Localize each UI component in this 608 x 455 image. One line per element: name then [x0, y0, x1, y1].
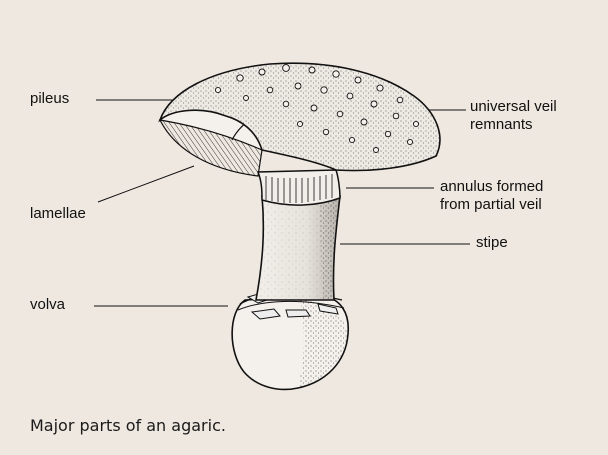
label-annulus-line2: from partial veil [440, 196, 543, 214]
label-universal-veil-line2: remnants [470, 116, 557, 134]
label-annulus: annulus formed from partial veil [440, 178, 543, 214]
label-pileus: pileus [30, 90, 69, 108]
label-volva: volva [30, 296, 65, 314]
volva-bulb [232, 290, 348, 389]
label-universal-veil-line1: universal veil [470, 98, 557, 116]
label-annulus-line1: annulus formed [440, 178, 543, 196]
label-stipe: stipe [476, 234, 508, 252]
annulus-ring [258, 170, 340, 205]
label-lamellae: lamellae [30, 205, 86, 223]
figure-caption: Major parts of an agaric. [30, 416, 226, 435]
leader-lamellae [98, 166, 194, 202]
stipe-stem [256, 196, 340, 300]
label-universal-veil: universal veil remnants [470, 98, 557, 134]
